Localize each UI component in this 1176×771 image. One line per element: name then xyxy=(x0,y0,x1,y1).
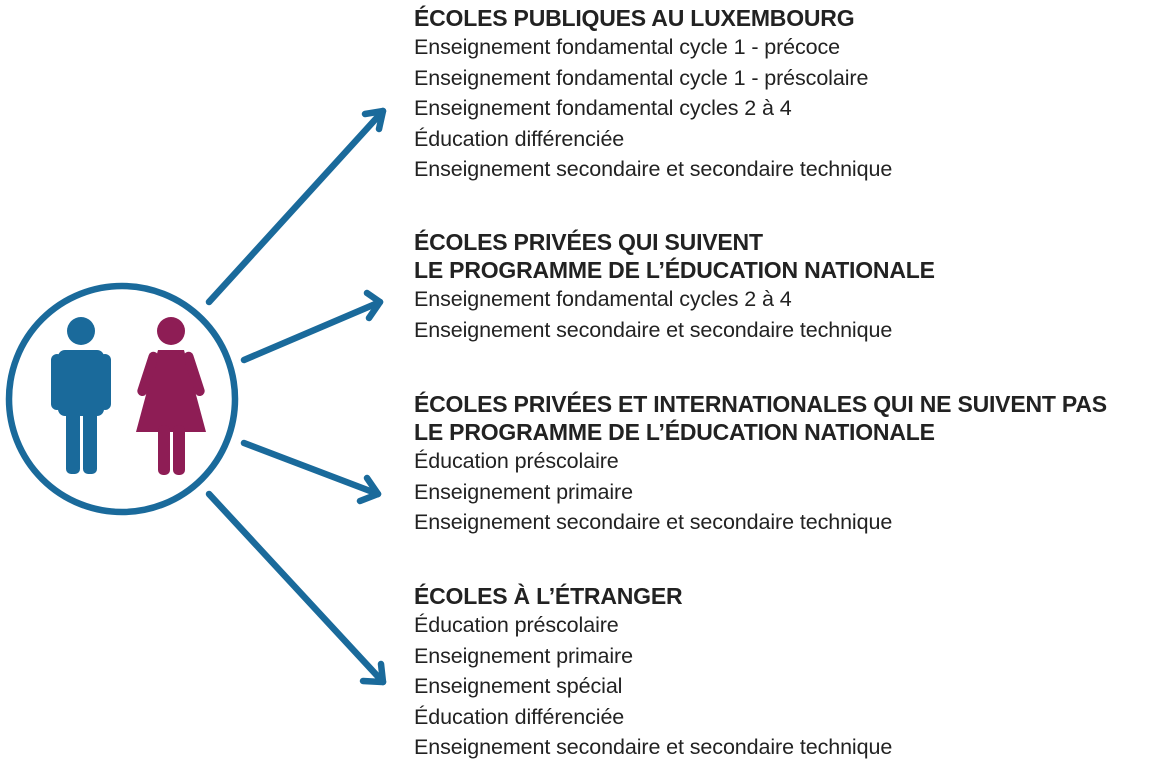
list-item: Éducation différenciée xyxy=(414,704,625,729)
people-circle xyxy=(5,282,239,516)
list-item: Enseignement fondamental cycles 2 à 4 xyxy=(414,287,792,311)
group-private-schools-national-program: ÉCOLES PRIVÉES QUI SUIVENT LE PROGRAMME … xyxy=(414,228,1174,345)
list-item: Enseignement fondamental cycles 2 à 4 xyxy=(414,96,792,120)
female-person-icon xyxy=(136,317,206,475)
group-schools-abroad: ÉCOLES À L’ÉTRANGER Éducation préscolair… xyxy=(414,582,1174,763)
group-title: ÉCOLES PRIVÉES ET INTERNATIONALES QUI NE… xyxy=(414,391,1107,445)
list-item: Enseignement primaire xyxy=(414,479,633,504)
list-item: Enseignement secondaire et secondaire te… xyxy=(414,510,893,534)
arrow-to-group-4 xyxy=(205,490,387,686)
list-item: Éducation différenciée xyxy=(414,126,625,151)
list-item: Enseignement spécial xyxy=(414,674,623,698)
group-title: ÉCOLES À L’ÉTRANGER xyxy=(414,583,683,609)
group-private-international-schools: ÉCOLES PRIVÉES ET INTERNATIONALES QUI NE… xyxy=(414,390,1174,538)
list-item: Enseignement secondaire et secondaire te… xyxy=(414,735,893,759)
group-public-schools-luxembourg: ÉCOLES PUBLIQUES AU LUXEMBOURG Enseignem… xyxy=(414,4,1174,185)
arrow-to-group-2 xyxy=(240,289,384,364)
list-item: Enseignement secondaire et secondaire te… xyxy=(414,317,893,342)
list-item: Enseignement primaire xyxy=(414,643,633,668)
list-item: Éducation préscolaire xyxy=(414,449,619,473)
list-item: Éducation préscolaire xyxy=(414,613,619,637)
arrow-to-group-1 xyxy=(205,107,387,306)
arrow-to-group-3 xyxy=(240,439,382,505)
list-item: Enseignement fondamental cycle 1 - présc… xyxy=(414,65,869,90)
list-item: Enseignement fondamental cycle 1 - préco… xyxy=(414,35,841,59)
list-item: Enseignement secondaire et secondaire te… xyxy=(414,157,893,181)
group-title: ÉCOLES PUBLIQUES AU LUXEMBOURG xyxy=(414,5,855,31)
group-title: ÉCOLES PRIVÉES QUI SUIVENT LE PROGRAMME … xyxy=(414,229,935,283)
male-person-icon xyxy=(51,317,111,474)
